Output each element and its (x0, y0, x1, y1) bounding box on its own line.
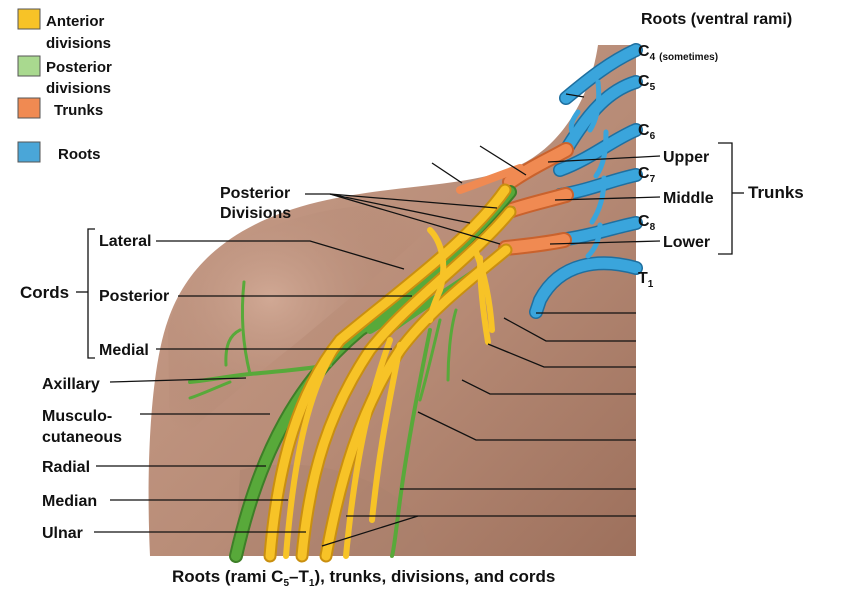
nerve-labels: Axillary Musculo- cutaneous Radial Media… (42, 376, 122, 542)
legend-label-posterior-2: divisions (46, 80, 111, 97)
trunks-group-label: Trunks (748, 183, 804, 202)
root-label-c6: C6 (638, 122, 656, 142)
diagram-caption: Roots (rami C5–T1), trunks, divisions, a… (172, 567, 555, 589)
nerve-label-ulnar: Ulnar (42, 525, 83, 542)
root-labels: C4(sometimes) C5 C6 C7 C8 T1 (638, 43, 718, 290)
trunk-label-upper: Upper (663, 149, 709, 166)
posterior-divisions-label-2: Divisions (220, 205, 291, 222)
root-label-c7: C7 (638, 165, 656, 185)
nerve-label-radial: Radial (42, 459, 90, 476)
root-label-c4: C4(sometimes) (638, 43, 718, 63)
legend-swatch-anterior (18, 9, 40, 29)
cords-bracket (76, 229, 95, 358)
root-label-c5: C5 (638, 73, 656, 93)
trunk-label-middle: Middle (663, 190, 714, 207)
trunk-label-lower: Lower (663, 234, 710, 251)
cord-label-medial: Medial (99, 342, 149, 359)
legend-label-posterior: Posterior (46, 59, 112, 76)
legend-swatch-posterior (18, 56, 40, 76)
nerve-label-axillary: Axillary (42, 376, 100, 393)
legend: Anterior divisions Posterior divisions T… (18, 9, 112, 163)
diagram-title: Roots (ventral rami) (641, 11, 792, 28)
cords-group-label: Cords (20, 283, 69, 302)
trunk-labels: Upper Middle Lower Trunks (663, 149, 804, 251)
legend-item-roots: Roots (18, 142, 101, 163)
legend-item-posterior: Posterior divisions (18, 56, 112, 97)
legend-item-trunks: Trunks (18, 98, 103, 119)
divisions-label: Posterior Divisions (220, 185, 291, 222)
cord-label-lateral: Lateral (99, 233, 151, 250)
legend-swatch-roots (18, 142, 40, 162)
legend-swatch-trunks (18, 98, 40, 118)
legend-label-anterior: Anterior (46, 13, 105, 30)
posterior-divisions-label-1: Posterior (220, 185, 290, 202)
root-label-t1: T1 (638, 270, 654, 290)
legend-label-roots: Roots (58, 146, 101, 163)
cord-labels: Lateral Posterior Medial Cords (20, 233, 169, 359)
trunks-bracket (718, 143, 744, 254)
legend-label-trunks: Trunks (54, 102, 103, 119)
nerve-label-median: Median (42, 493, 97, 510)
legend-item-anterior: Anterior divisions (18, 9, 111, 52)
legend-label-anterior-2: divisions (46, 35, 111, 52)
cord-label-posterior: Posterior (99, 288, 169, 305)
nerve-label-musculocutaneous-1: Musculo- (42, 408, 112, 425)
nerve-label-musculocutaneous-2: cutaneous (42, 429, 122, 446)
root-label-c8: C8 (638, 213, 656, 233)
